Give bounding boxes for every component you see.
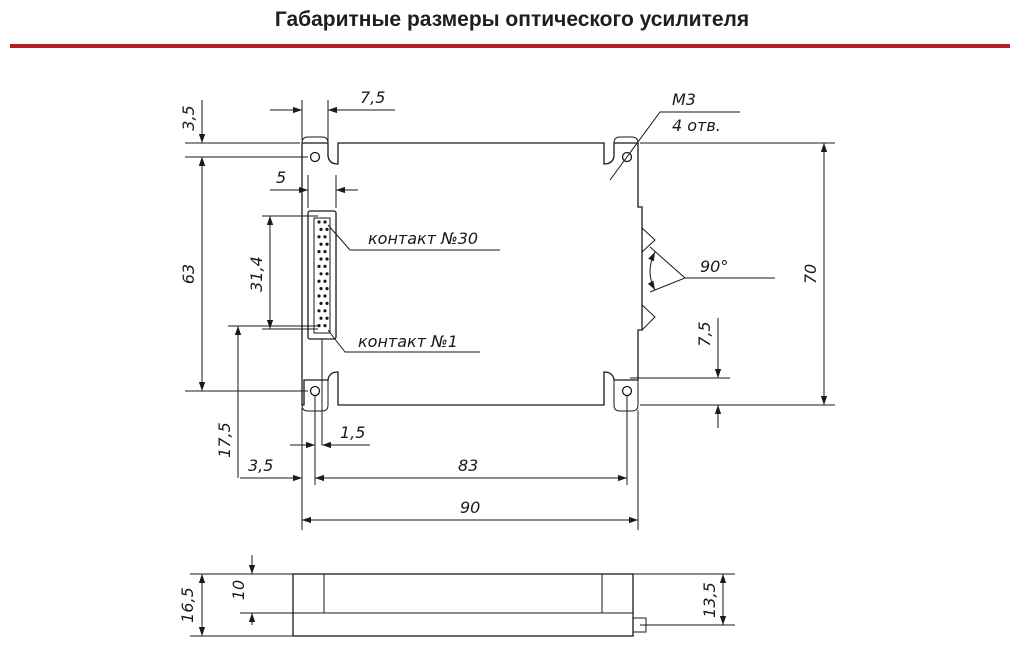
tab-bottom-right bbox=[613, 380, 639, 412]
hole-spec-label: М3 bbox=[672, 90, 696, 109]
angle-label: 90° bbox=[700, 257, 728, 276]
contact-1-label: контакт №1 bbox=[358, 332, 458, 351]
dim-top-offset: 3,5 bbox=[179, 105, 198, 130]
side-view bbox=[190, 555, 735, 637]
connector-pin bbox=[323, 220, 327, 224]
hole-leader bbox=[609, 111, 740, 181]
connector-pin bbox=[323, 235, 327, 239]
side-housing bbox=[292, 573, 634, 637]
page-title: Габаритные размеры оптического усилителя bbox=[274, 8, 750, 31]
connector-inner bbox=[313, 217, 331, 334]
connector-pin bbox=[317, 264, 321, 268]
connector-pin bbox=[319, 301, 323, 305]
optical-notch-upper bbox=[641, 227, 656, 253]
connector-pin bbox=[323, 294, 327, 298]
angle-arc bbox=[647, 251, 656, 291]
connector-pin bbox=[319, 316, 323, 320]
contact-30-label: контакт №30 bbox=[368, 229, 478, 248]
connector-pin bbox=[317, 235, 321, 239]
dim-side-right: 13,5 bbox=[700, 582, 719, 618]
connector-pin bbox=[325, 301, 329, 305]
dim-conn-len: 31,4 bbox=[247, 256, 266, 292]
dim-hole-x: 7,5 bbox=[360, 88, 385, 107]
dim-height-total: 70 bbox=[801, 264, 820, 284]
connector-pin bbox=[323, 250, 327, 254]
dim-conn-y: 17,5 bbox=[215, 422, 234, 458]
mount-hole-top-right bbox=[621, 151, 633, 163]
title-underline bbox=[10, 44, 1010, 48]
connector-pin bbox=[325, 257, 329, 261]
dim-width-total: 90 bbox=[460, 498, 480, 517]
connector-pin bbox=[319, 227, 323, 231]
housing-outline bbox=[301, 142, 643, 406]
connector-pin bbox=[325, 287, 329, 291]
connector-pin bbox=[325, 227, 329, 231]
dim-left-offset: 3,5 bbox=[248, 456, 273, 475]
connector-pin bbox=[319, 287, 323, 291]
dim-pin-offset: 1,5 bbox=[340, 423, 365, 442]
connector-pin bbox=[317, 294, 321, 298]
dim-side-total: 16,5 bbox=[178, 587, 197, 623]
connector-pin bbox=[319, 257, 323, 261]
connector-pin bbox=[325, 272, 329, 276]
connector-pin bbox=[319, 272, 323, 276]
tab-top-left bbox=[301, 136, 329, 144]
connector-pins bbox=[317, 220, 329, 328]
connector-pin bbox=[323, 264, 327, 268]
contact-1-leader bbox=[327, 329, 480, 353]
dim-hole-span: 83 bbox=[458, 456, 478, 475]
dim-height-holes: 63 bbox=[179, 264, 198, 284]
dim-optic-y: 7,5 bbox=[695, 321, 714, 346]
dim-side-body: 10 bbox=[229, 580, 248, 600]
tab-top-right bbox=[613, 136, 639, 144]
connector-pin bbox=[325, 242, 329, 246]
connector-pin bbox=[325, 316, 329, 320]
mount-hole-top-left bbox=[309, 151, 321, 163]
hole-count-label: 4 отв. bbox=[672, 116, 721, 135]
connector-pin bbox=[319, 242, 323, 246]
connector-pin bbox=[323, 324, 327, 328]
mount-hole-bottom-left bbox=[309, 385, 321, 397]
connector-pin bbox=[317, 279, 321, 283]
connector-pin bbox=[323, 309, 327, 313]
optical-notch-lower bbox=[641, 304, 656, 331]
connector-pin bbox=[317, 309, 321, 313]
side-tab-left bbox=[292, 573, 325, 614]
dim-conn-x: 5 bbox=[276, 168, 286, 187]
connector-pin bbox=[317, 220, 321, 224]
connector-pin bbox=[323, 279, 327, 283]
contact-30-leader bbox=[327, 224, 500, 251]
mount-hole-bottom-right bbox=[621, 385, 633, 397]
side-tab-right bbox=[601, 573, 634, 614]
connector-pin bbox=[317, 324, 321, 328]
top-view bbox=[185, 100, 835, 530]
angle-lines bbox=[649, 246, 686, 293]
connector-pin bbox=[317, 250, 321, 254]
